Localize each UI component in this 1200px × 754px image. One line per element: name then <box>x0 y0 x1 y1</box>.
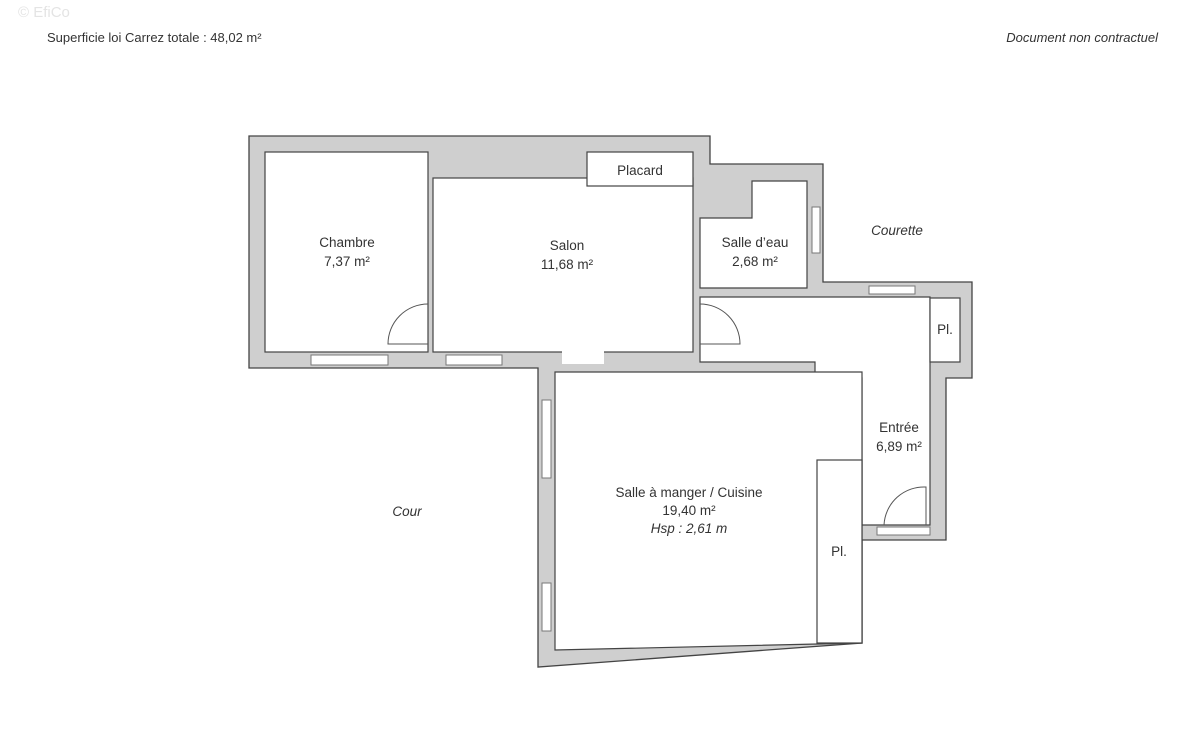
cuisine-name: Salle à manger / Cuisine <box>615 485 762 500</box>
total-area: Superficie loi Carrez totale : 48,02 m² <box>47 30 262 45</box>
window <box>868 285 916 295</box>
window <box>811 206 821 254</box>
room-pl-cuisine <box>816 459 863 644</box>
window <box>310 354 389 366</box>
salon-name: Salon <box>550 238 585 253</box>
chambre-area: 7,37 m² <box>324 254 370 269</box>
ceiling-height: Hsp : 2,61 m <box>651 521 728 536</box>
window <box>541 582 552 632</box>
room-chambre <box>264 151 429 353</box>
door-salon <box>699 303 741 345</box>
salle-deau-name: Salle d’eau <box>722 235 789 250</box>
watermark: © EfiCo <box>18 4 70 21</box>
cour-label: Cour <box>392 504 422 519</box>
window <box>445 354 503 366</box>
salon-area: 11,68 m² <box>541 257 594 272</box>
window <box>541 399 552 479</box>
pl-cuisine-label: Pl. <box>831 544 847 559</box>
room-pl-entree <box>929 297 961 363</box>
entree-area: 6,89 m² <box>876 439 922 454</box>
cuisine-area: 19,40 m² <box>662 503 716 518</box>
pl-entree-label: Pl. <box>937 322 953 337</box>
chambre-name: Chambre <box>319 235 375 250</box>
placard-label: Placard <box>617 163 663 178</box>
door-entree <box>883 486 927 526</box>
salle-deau-area: 2,68 m² <box>732 254 778 269</box>
disclaimer: Document non contractuel <box>1006 30 1158 45</box>
passage <box>562 350 604 364</box>
room-placard <box>586 151 694 187</box>
window <box>876 526 931 536</box>
room-salon <box>432 177 694 353</box>
room-salle-deau <box>699 180 808 289</box>
entree-name: Entrée <box>879 420 919 435</box>
courette-label: Courette <box>871 223 923 238</box>
door-chambre <box>387 303 429 345</box>
